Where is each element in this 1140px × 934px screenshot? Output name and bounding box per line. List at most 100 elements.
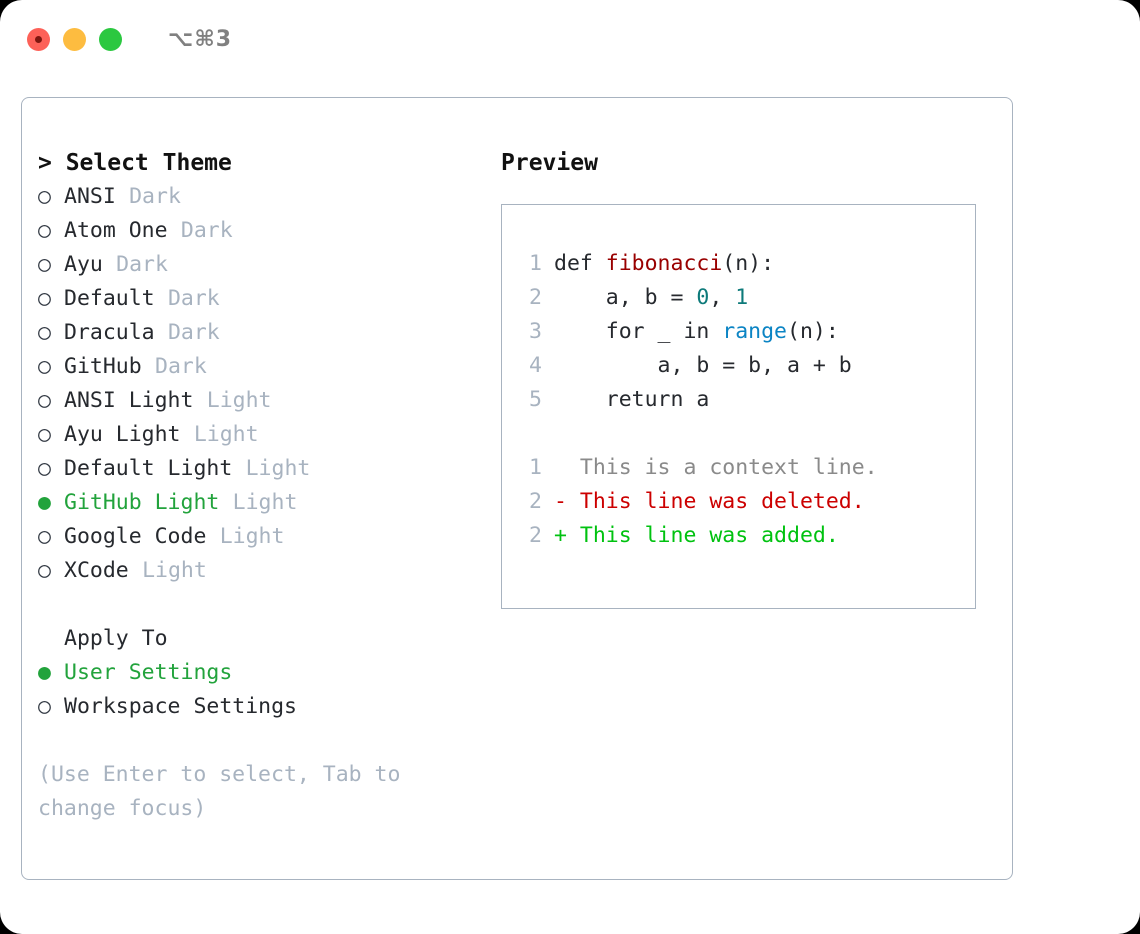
- theme-option-tag: Light: [245, 456, 311, 481]
- theme-option-tag: Dark: [167, 320, 220, 345]
- theme-option-row[interactable]: ○ ANSI Dark: [38, 180, 478, 214]
- theme-option-label: Atom One: [64, 218, 168, 243]
- code-token-plain: (n):: [722, 251, 775, 276]
- code-line-text: def fibonacci(n):: [554, 247, 774, 281]
- theme-option-row[interactable]: ○ XCode Light: [38, 554, 478, 588]
- code-token-fn: fibonacci: [605, 251, 723, 276]
- apply-to-option-row[interactable]: ● User Settings: [38, 656, 478, 690]
- code-token-plain: ,: [709, 285, 736, 310]
- diff-sample-block: 1 This is a context line.2- This line wa…: [520, 451, 975, 553]
- code-line-text: for _ in range(n):: [554, 315, 839, 349]
- theme-option-label: XCode: [64, 558, 129, 583]
- code-token-num: 0: [696, 285, 710, 310]
- code-token-num: 1: [735, 285, 749, 310]
- radio-unselected-icon[interactable]: ○: [38, 218, 51, 243]
- diff-line-text-added: + This line was added.: [554, 523, 839, 548]
- theme-option-label: GitHub: [64, 354, 142, 379]
- radio-unselected-icon[interactable]: ○: [38, 388, 51, 413]
- radio-unselected-icon[interactable]: ○: [38, 184, 51, 209]
- theme-option-tag: Dark: [180, 218, 233, 243]
- radio-unselected-icon[interactable]: ○: [38, 320, 51, 345]
- theme-option-label: ANSI: [64, 184, 116, 209]
- line-number: 1: [529, 455, 542, 480]
- radio-unselected-icon[interactable]: ○: [38, 524, 51, 549]
- close-window-button[interactable]: [27, 27, 50, 51]
- code-token-plain: a, b =: [554, 285, 697, 310]
- preview-heading: Preview: [501, 150, 598, 176]
- radio-selected-icon[interactable]: ●: [38, 660, 51, 685]
- code-line: 2 a, b = 0, 1: [520, 281, 975, 315]
- select-theme-heading: > Select Theme: [38, 150, 232, 176]
- theme-option-tag: Dark: [116, 252, 168, 277]
- minimize-window-button[interactable]: [63, 27, 86, 51]
- code-token-plain: (n):: [787, 319, 839, 344]
- theme-option-row[interactable]: ○ Atom One Dark: [38, 214, 478, 248]
- preview-spacer: [520, 417, 975, 451]
- code-token-plain: a, b = b, a + b: [554, 353, 852, 378]
- line-number: 1: [529, 251, 542, 276]
- diff-line: 2 + This line was added.: [520, 519, 975, 553]
- radio-unselected-icon[interactable]: ○: [38, 422, 51, 447]
- theme-option-row[interactable]: ○ Default Light Light: [38, 452, 478, 486]
- line-number: 4: [529, 353, 542, 378]
- keyboard-hint-text: (Use Enter to select, Tab to change focu…: [38, 762, 401, 821]
- apply-to-heading: Apply To: [64, 626, 168, 651]
- line-number: 3: [529, 319, 542, 344]
- radio-unselected-icon[interactable]: ○: [38, 694, 51, 719]
- theme-option-label: Ayu: [64, 252, 103, 277]
- theme-option-label: Default Light: [64, 456, 233, 481]
- code-line-text: return a: [554, 383, 710, 417]
- theme-option-tag: Dark: [155, 354, 207, 379]
- theme-option-label: ANSI Light: [64, 388, 194, 413]
- theme-option-row[interactable]: ○ GitHub Dark: [38, 350, 478, 384]
- apply-to-option-row[interactable]: ○Workspace Settings: [38, 690, 478, 724]
- theme-option-label: Dracula: [64, 320, 155, 345]
- code-line-text: a, b = b, a + b: [554, 349, 852, 383]
- radio-selected-icon[interactable]: ●: [38, 490, 51, 515]
- code-line: 5 return a: [520, 383, 975, 417]
- theme-option-tag: Dark: [167, 286, 220, 311]
- diff-line: 1 This is a context line.: [520, 451, 975, 485]
- code-token-plain: def: [554, 251, 606, 276]
- theme-option-tag: Light: [142, 558, 207, 583]
- code-line-text: a, b = 0, 1: [554, 281, 748, 315]
- diff-line: 2- This line was deleted.: [520, 485, 975, 519]
- radio-unselected-icon[interactable]: ○: [38, 354, 51, 379]
- theme-option-tag: Light: [219, 524, 285, 549]
- radio-unselected-icon[interactable]: ○: [38, 558, 51, 583]
- code-token-builtin: range: [722, 319, 788, 344]
- radio-unselected-icon[interactable]: ○: [38, 286, 51, 311]
- code-token-plain: for _ in: [554, 319, 723, 344]
- theme-option-row[interactable]: ○ Ayu Light Light: [38, 418, 478, 452]
- maximize-window-button[interactable]: [99, 27, 122, 51]
- theme-option-tag: Light: [193, 422, 259, 447]
- keyboard-shortcut-label: ⌥⌘3: [168, 26, 233, 52]
- theme-option-label: GitHub Light: [64, 490, 220, 515]
- theme-option-row[interactable]: ○ Dracula Dark: [38, 316, 478, 350]
- line-number: 2: [529, 523, 542, 548]
- code-token-plain: return a: [554, 387, 710, 412]
- radio-unselected-icon[interactable]: ○: [38, 456, 51, 481]
- theme-option-tag: Dark: [129, 184, 181, 209]
- apply-to-option-list[interactable]: ● User Settings ○Workspace Settings: [38, 656, 478, 724]
- apply-to-option-label: User Settings: [64, 660, 233, 685]
- theme-option-row[interactable]: ○ Ayu Dark: [38, 248, 478, 282]
- code-line: 4 a, b = b, a + b: [520, 349, 975, 383]
- diff-line-text-context: This is a context line.: [554, 455, 878, 480]
- line-number: 5: [529, 387, 542, 412]
- title-bar: ⌥⌘3: [0, 0, 1140, 78]
- radio-unselected-icon[interactable]: ○: [38, 252, 51, 277]
- theme-option-label: Ayu Light: [64, 422, 181, 447]
- apply-to-section: Apply To ● User Settings ○Workspace Settin…: [38, 622, 478, 724]
